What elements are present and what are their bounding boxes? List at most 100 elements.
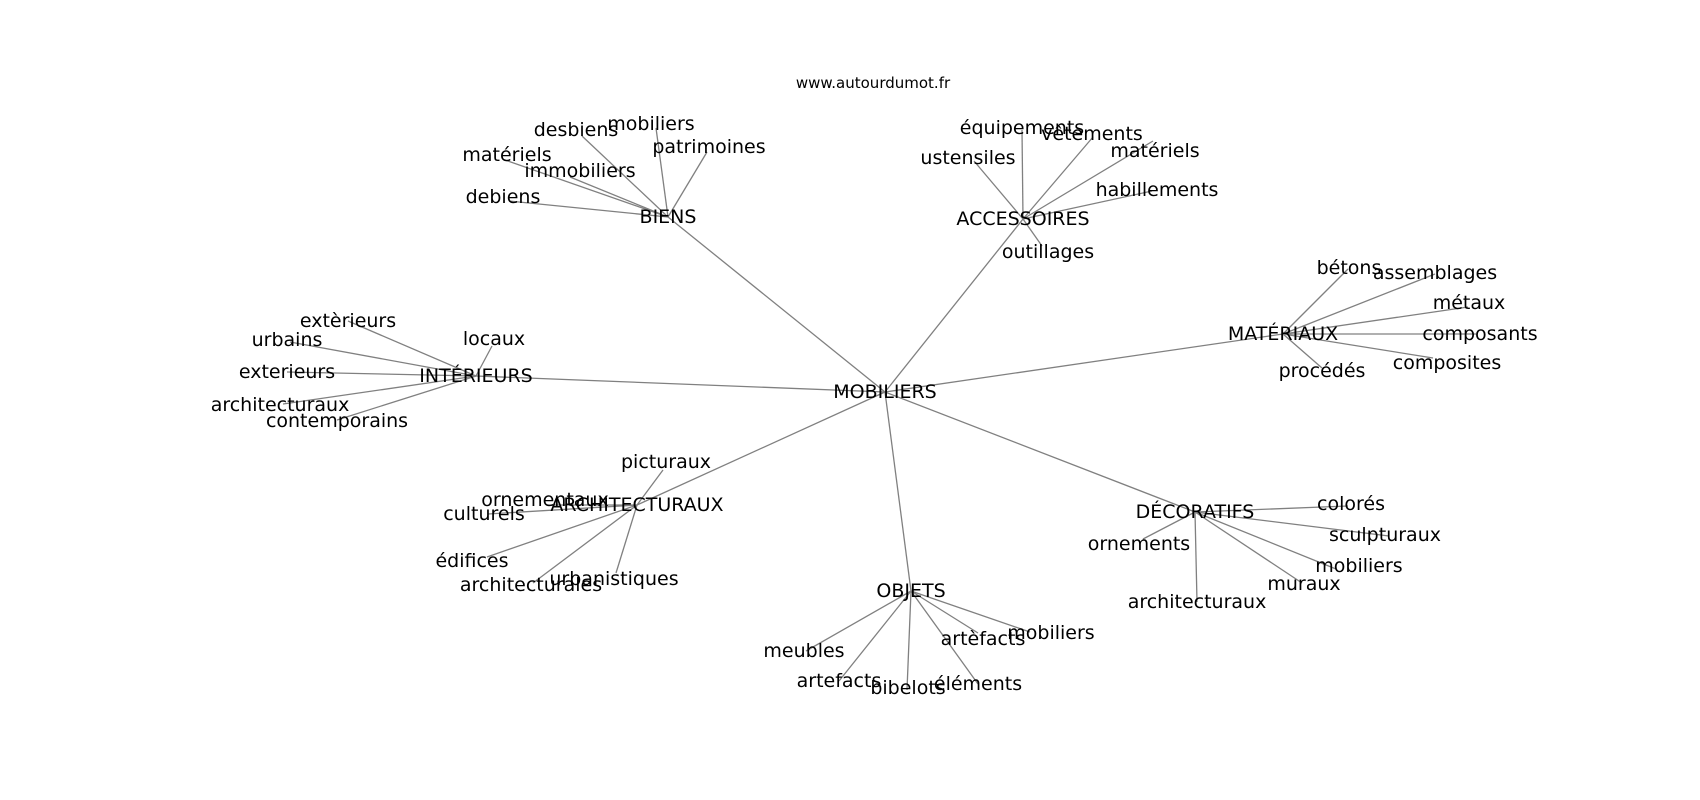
edge-biens-patrimoines [667, 151, 708, 218]
leaf-node-accessoires-vetements: vêtements [1041, 123, 1143, 145]
root-node-mobiliers: MOBILIERS [833, 381, 936, 403]
hub-node-interieurs: INTÉRIEURS [419, 364, 532, 387]
hub-node-objets: OBJETS [876, 580, 945, 602]
leaf-node-decoratifs-ornements: ornements [1088, 533, 1190, 555]
edge-biens-mobiliers [655, 127, 669, 218]
hub-node-materiaux: MATÉRIAUX [1228, 322, 1338, 345]
edge-root-architecturaux [636, 391, 886, 506]
leaf-node-architecturaux-edifices: édifices [435, 550, 508, 572]
leaf-node-accessoires-habillements: habillements [1096, 179, 1219, 201]
edge-interieurs-exterieurs-grave [347, 320, 477, 377]
leaf-node-architecturaux-urbanistiques: urbanistiques [549, 568, 678, 590]
leaf-node-materiaux-composants: composants [1422, 323, 1537, 345]
edge-accessoires-vetements [1022, 136, 1094, 220]
edge-root-interieurs [475, 375, 886, 393]
edge-root-materiaux [884, 333, 1284, 393]
leaf-node-interieurs-locaux: locaux [463, 328, 525, 350]
leaf-node-objets-elements: éléments [934, 673, 1022, 695]
edge-root-objets [884, 391, 912, 592]
leaf-node-biens-desbiens: desbiens [534, 119, 619, 141]
leaf-node-biens-debiens: debiens [466, 186, 541, 208]
hub-node-biens: BIENS [640, 206, 697, 228]
edge-materiaux-procedes [1282, 333, 1323, 369]
leaf-node-decoratifs-sculpturaux: sculpturaux [1329, 524, 1441, 546]
edge-decoratifs-mobiliers [1194, 511, 1337, 570]
edge-accessoires-ustensiles [973, 160, 1024, 220]
edge-decoratifs-architecturaux [1194, 511, 1198, 603]
leaf-node-interieurs-exterieurs-grave: extèrieurs [300, 310, 396, 332]
edge-interieurs-urbains [289, 341, 477, 377]
leaf-node-decoratifs-mobiliers: mobiliers [1315, 555, 1402, 577]
edge-objets-artefacts [838, 590, 912, 682]
edge-root-decoratifs [884, 391, 1196, 513]
label-group: MOBILIERSBIENSdesbiensmobilierspatrimoin… [211, 113, 1538, 699]
hub-node-accessoires: ACCESSOIRES [956, 208, 1089, 230]
leaf-node-materiaux-assemblages: assemblages [1373, 262, 1497, 284]
leaf-node-architecturaux-picturaux: picturaux [621, 451, 711, 473]
leaf-node-decoratifs-muraux: muraux [1267, 573, 1340, 595]
leaf-node-accessoires-outillages: outillages [1002, 241, 1094, 263]
edge-materiaux-betons [1282, 268, 1349, 335]
leaf-node-objets-meubles: meubles [763, 640, 844, 662]
leaf-node-decoratifs-colores: colorés [1317, 493, 1385, 515]
edge-architecturaux-culturels [487, 504, 638, 515]
edge-materiaux-composites [1282, 333, 1434, 359]
edge-architecturaux-picturaux [636, 469, 664, 506]
edge-interieurs-exterieurs [286, 371, 477, 377]
edge-interieurs-architecturaux [282, 375, 477, 405]
leaf-node-biens-materiels: matériels [462, 144, 551, 166]
leaf-node-objets-artefacts-grave: artèfacts [941, 628, 1026, 650]
leaf-node-accessoires-equipements: équipements [960, 117, 1084, 139]
leaf-node-objets-mobiliers: mobiliers [1007, 622, 1094, 644]
leaf-node-biens-patrimoines: patrimoines [652, 136, 765, 158]
leaf-node-accessoires-ustensiles: ustensiles [920, 147, 1015, 169]
leaf-node-materiaux-metaux: métaux [1433, 292, 1506, 314]
leaf-node-architecturaux-culturels: culturels [443, 503, 525, 525]
leaf-node-accessoires-materiels: matériels [1110, 140, 1199, 162]
edge-architecturaux-architecturales [532, 504, 638, 584]
edge-objets-elements [910, 590, 979, 685]
edge-root-accessoires [884, 218, 1024, 393]
hub-node-architecturaux: ARCHITECTURAUX [550, 494, 723, 516]
edge-biens-debiens [508, 200, 669, 218]
edge-accessoires-habillements [1022, 190, 1153, 220]
leaf-node-architecturaux-architecturales: architecturales [460, 574, 602, 596]
leaf-node-biens-immobiliers: immobiliers [524, 160, 635, 182]
edge-architecturaux-urbanistiques [615, 504, 638, 574]
leaf-node-decoratifs-architecturaux: architecturaux [1128, 591, 1267, 613]
edge-biens-materiels [504, 159, 669, 218]
edge-accessoires-materiels [1022, 140, 1154, 220]
edge-interieurs-locaux [475, 345, 493, 377]
edge-architecturaux-edifices [486, 504, 638, 558]
edge-objets-bibelots [906, 590, 912, 691]
edge-root-biens [667, 216, 886, 393]
leaf-node-architecturaux-ornementaux: ornementaux [481, 489, 608, 511]
edge-decoratifs-colores [1194, 505, 1349, 513]
edge-biens-desbiens [581, 135, 669, 218]
leaf-node-objets-bibelots: bibelots [870, 677, 945, 699]
source-url: www.autourdumot.fr [796, 74, 951, 92]
edge-accessoires-outillages [1022, 218, 1043, 247]
edge-objets-mobiliers [910, 590, 1031, 633]
edge-decoratifs-muraux [1194, 511, 1303, 584]
edge-materiaux-metaux [1282, 306, 1469, 335]
edge-group [282, 127, 1476, 691]
leaf-node-materiaux-composites: composites [1393, 352, 1501, 374]
leaf-node-interieurs-architecturaux: architecturaux [211, 394, 350, 416]
hub-node-decoratifs: DÉCORATIFS [1136, 500, 1255, 523]
edge-objets-artefacts-grave [910, 590, 979, 634]
leaf-node-interieurs-urbains: urbains [252, 329, 323, 351]
leaf-node-objets-artefacts: artefacts [797, 670, 882, 692]
edge-biens-immobiliers [569, 176, 669, 218]
edge-accessoires-equipements [1021, 129, 1024, 220]
edge-objets-meubles [805, 590, 912, 652]
edge-interieurs-contemporains [336, 375, 477, 421]
leaf-node-materiaux-procedes: procédés [1279, 360, 1366, 382]
leaf-node-interieurs-exterieurs: exterieurs [239, 361, 335, 383]
leaf-node-interieurs-contemporains: contemporains [266, 410, 408, 432]
leaf-node-materiaux-betons: bétons [1317, 257, 1382, 279]
edge-materiaux-assemblages [1282, 273, 1436, 335]
edge-decoratifs-sculpturaux [1194, 511, 1390, 537]
leaf-node-biens-mobiliers: mobiliers [607, 113, 694, 135]
